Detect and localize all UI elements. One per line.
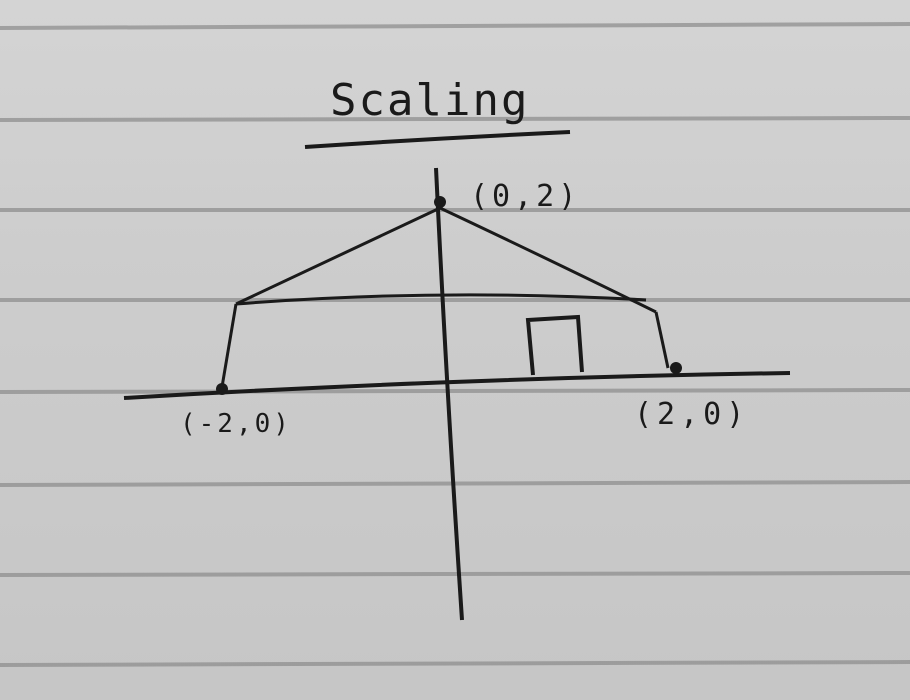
ruled-line [0,571,910,577]
y-axis [434,167,464,621]
left-wall [220,303,238,388]
point-top-label: (0,2) [470,179,580,214]
ruled-line [0,660,910,667]
right-wall [654,311,670,369]
door [525,314,584,376]
point-top-marker [434,196,446,208]
title: Scaling [330,75,529,126]
roof-base-line [235,293,647,306]
house-outline [220,206,670,388]
ruled-line [0,388,910,394]
title-underline [304,130,571,149]
point-right-label: (2,0) [634,397,749,432]
point-left-label: (-2,0) [180,409,292,439]
point-right-marker [670,362,682,374]
ruled-line [0,116,910,122]
point-left-marker [216,383,228,395]
roof-left-edge [235,206,441,306]
ruled-line [0,22,910,30]
